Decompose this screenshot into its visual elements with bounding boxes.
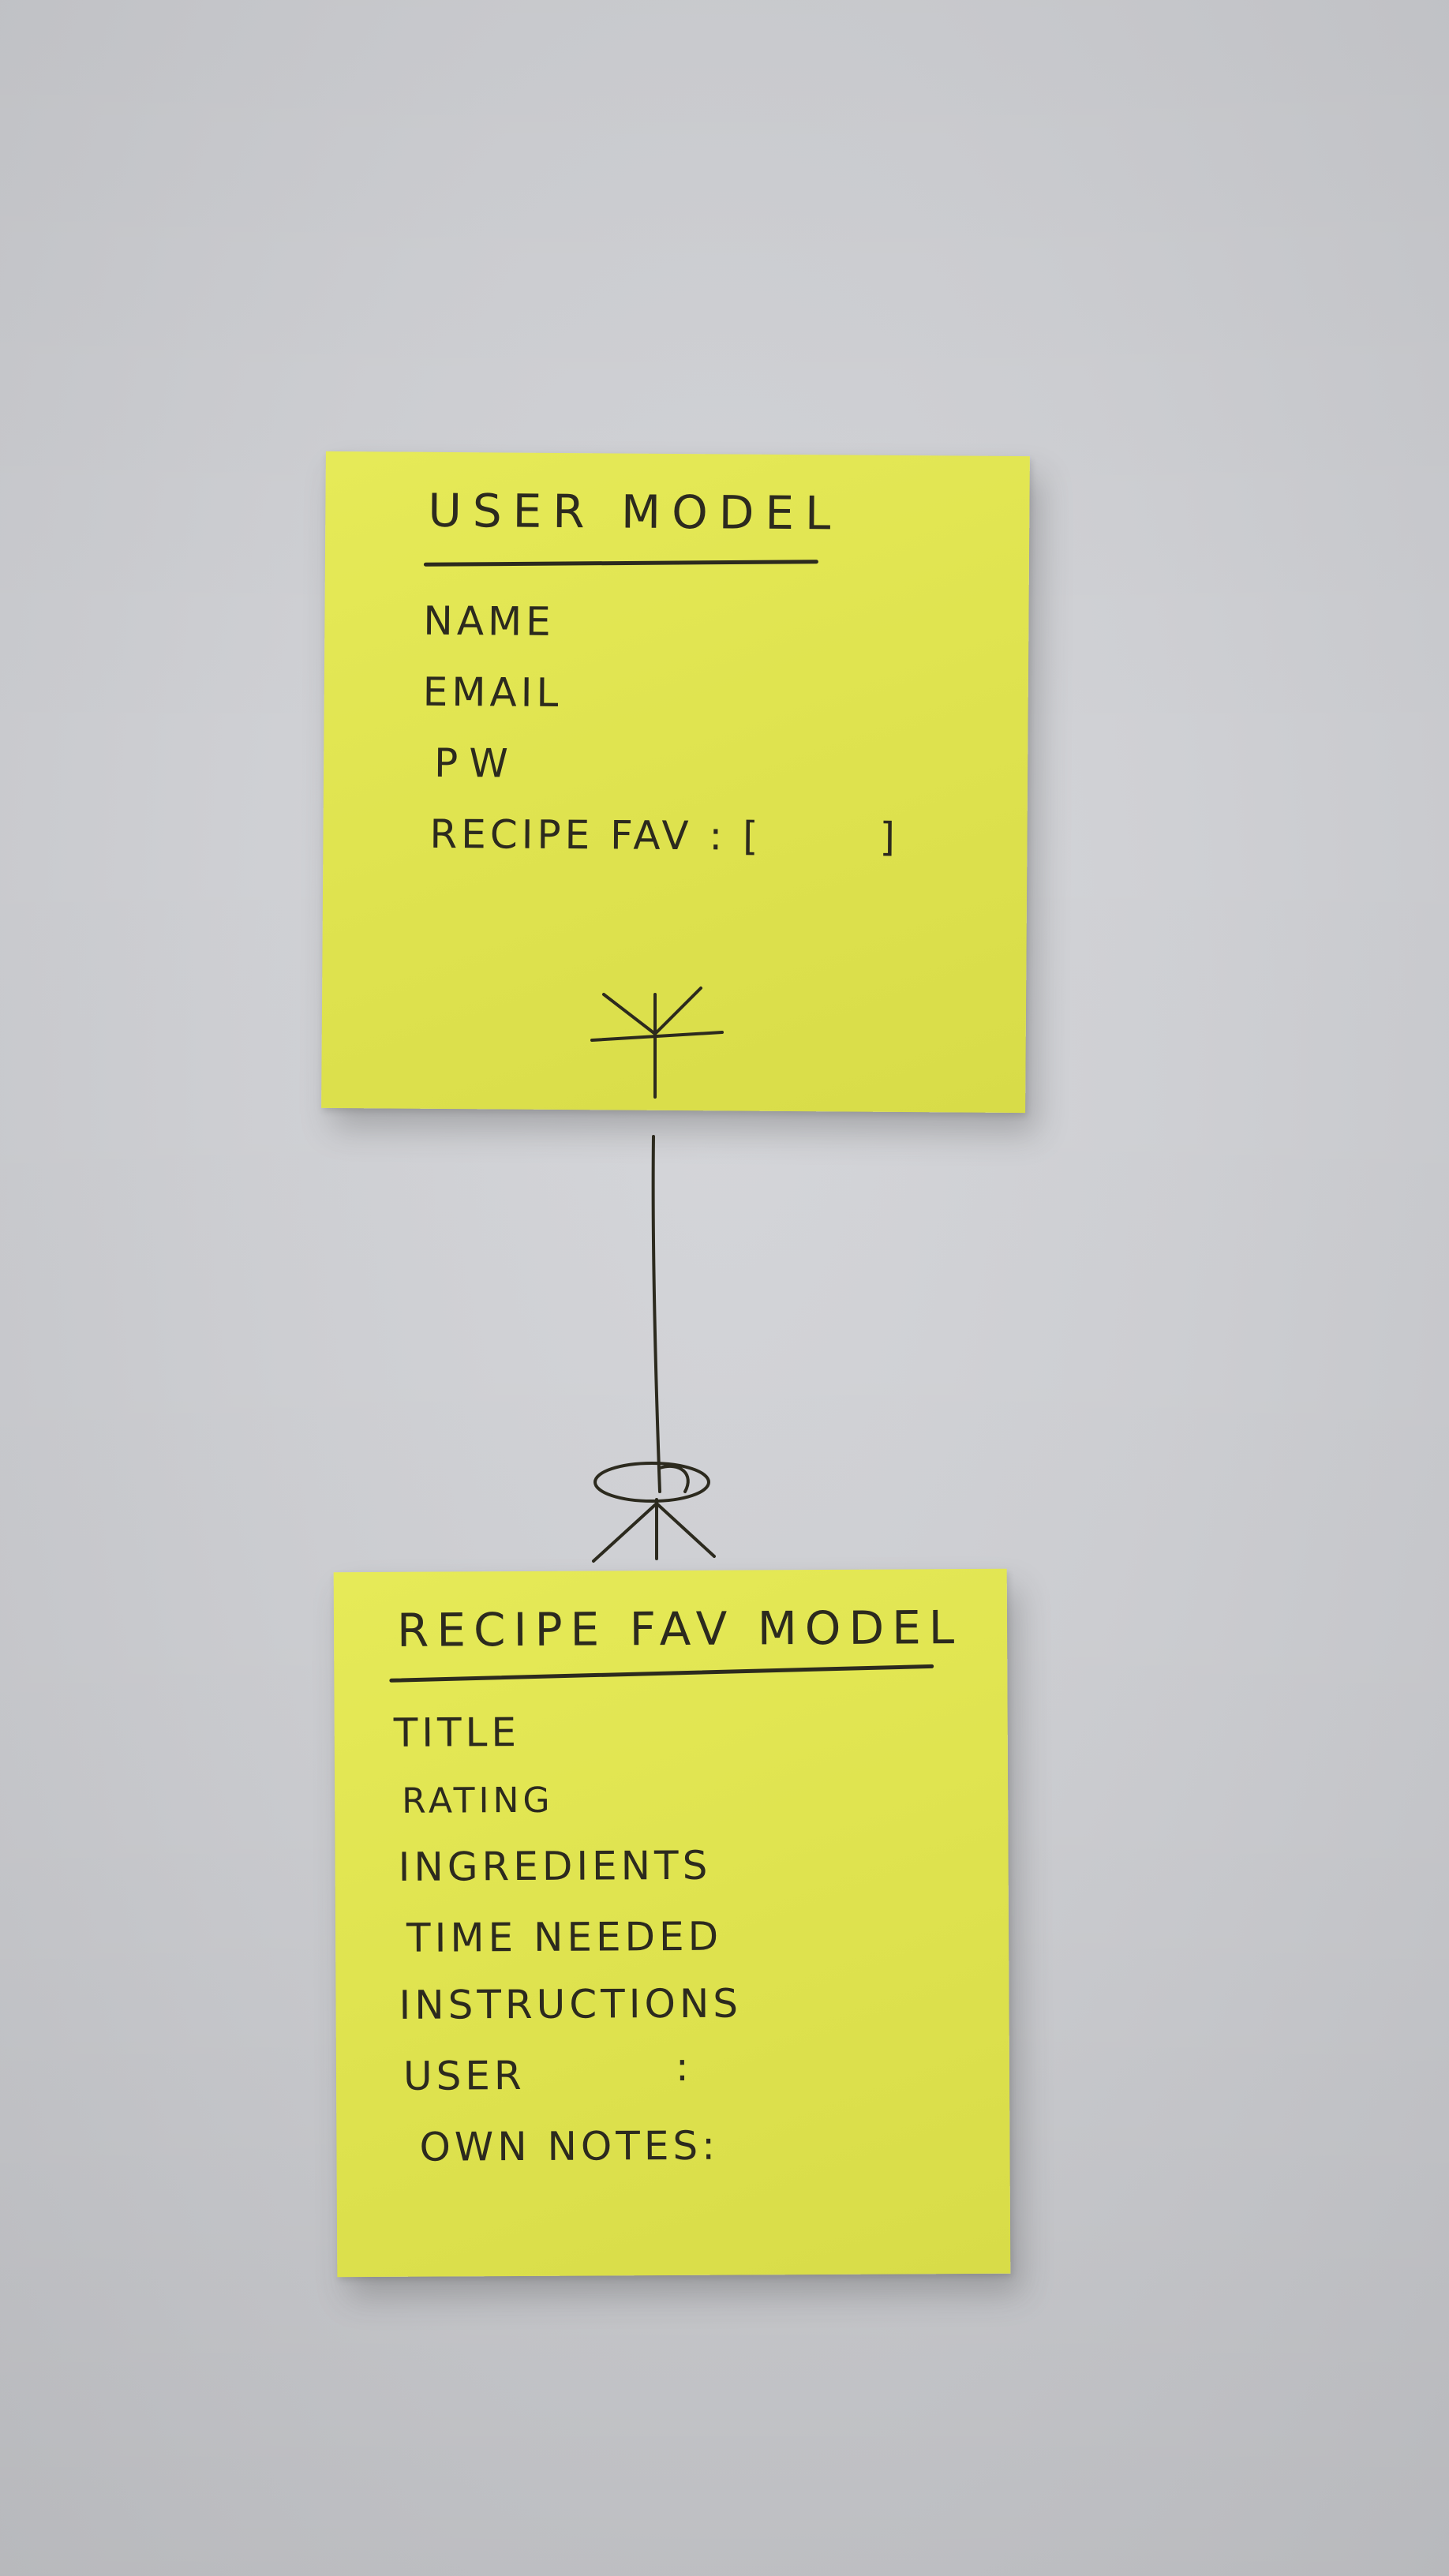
user-field-name: NAME — [423, 597, 555, 645]
recipe-fav-model-title: RECIPE FAV MODEL — [396, 1601, 963, 1657]
user-field-email: EMAIL — [422, 668, 563, 716]
recipe-field-own-notes: OWN NOTES: — [419, 2122, 720, 2170]
user-field-recipe-fav-close-bracket: ] — [879, 814, 900, 860]
recipe-field-title: TITLE — [393, 1709, 521, 1756]
recipe-field-user-colon: : — [675, 2043, 693, 2090]
recipe-field-rating: RATING — [402, 1780, 554, 1822]
recipe-field-instructions: INSTRUCTIONS — [399, 1980, 743, 2028]
user-model-note: USER MODEL NAME EMAIL PW RECIPE FAV : [ … — [321, 451, 1030, 1114]
recipe-field-user: USER — [402, 2052, 526, 2099]
recipe-fav-model-note: RECIPE FAV MODEL TITLE RATING INGREDIENT… — [333, 1568, 1011, 2278]
user-field-recipe-fav: RECIPE FAV : [ — [429, 811, 762, 859]
user-model-title: USER MODEL — [428, 483, 842, 541]
user-model-title-underline — [423, 560, 818, 567]
recipe-fav-model-title-underline — [389, 1664, 934, 1683]
user-field-pw: PW — [433, 739, 519, 787]
recipe-field-time-needed: TIME NEEDED — [406, 1913, 723, 1961]
recipe-field-ingredients: INGREDIENTS — [398, 1842, 712, 1890]
